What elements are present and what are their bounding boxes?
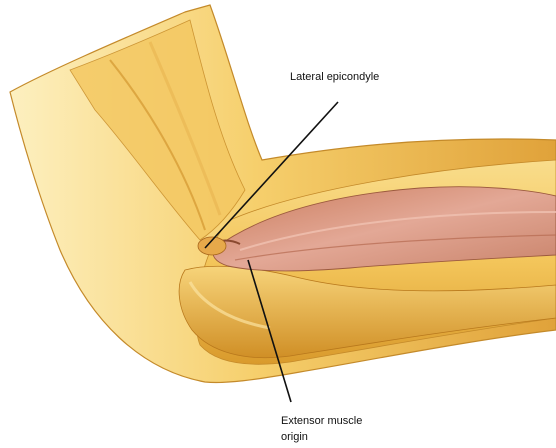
extensor-muscle-label: Extensor muscle [281,415,362,427]
extensor-origin-label: origin [281,431,308,443]
lateral-epicondyle-label: Lateral epicondyle [290,71,379,83]
